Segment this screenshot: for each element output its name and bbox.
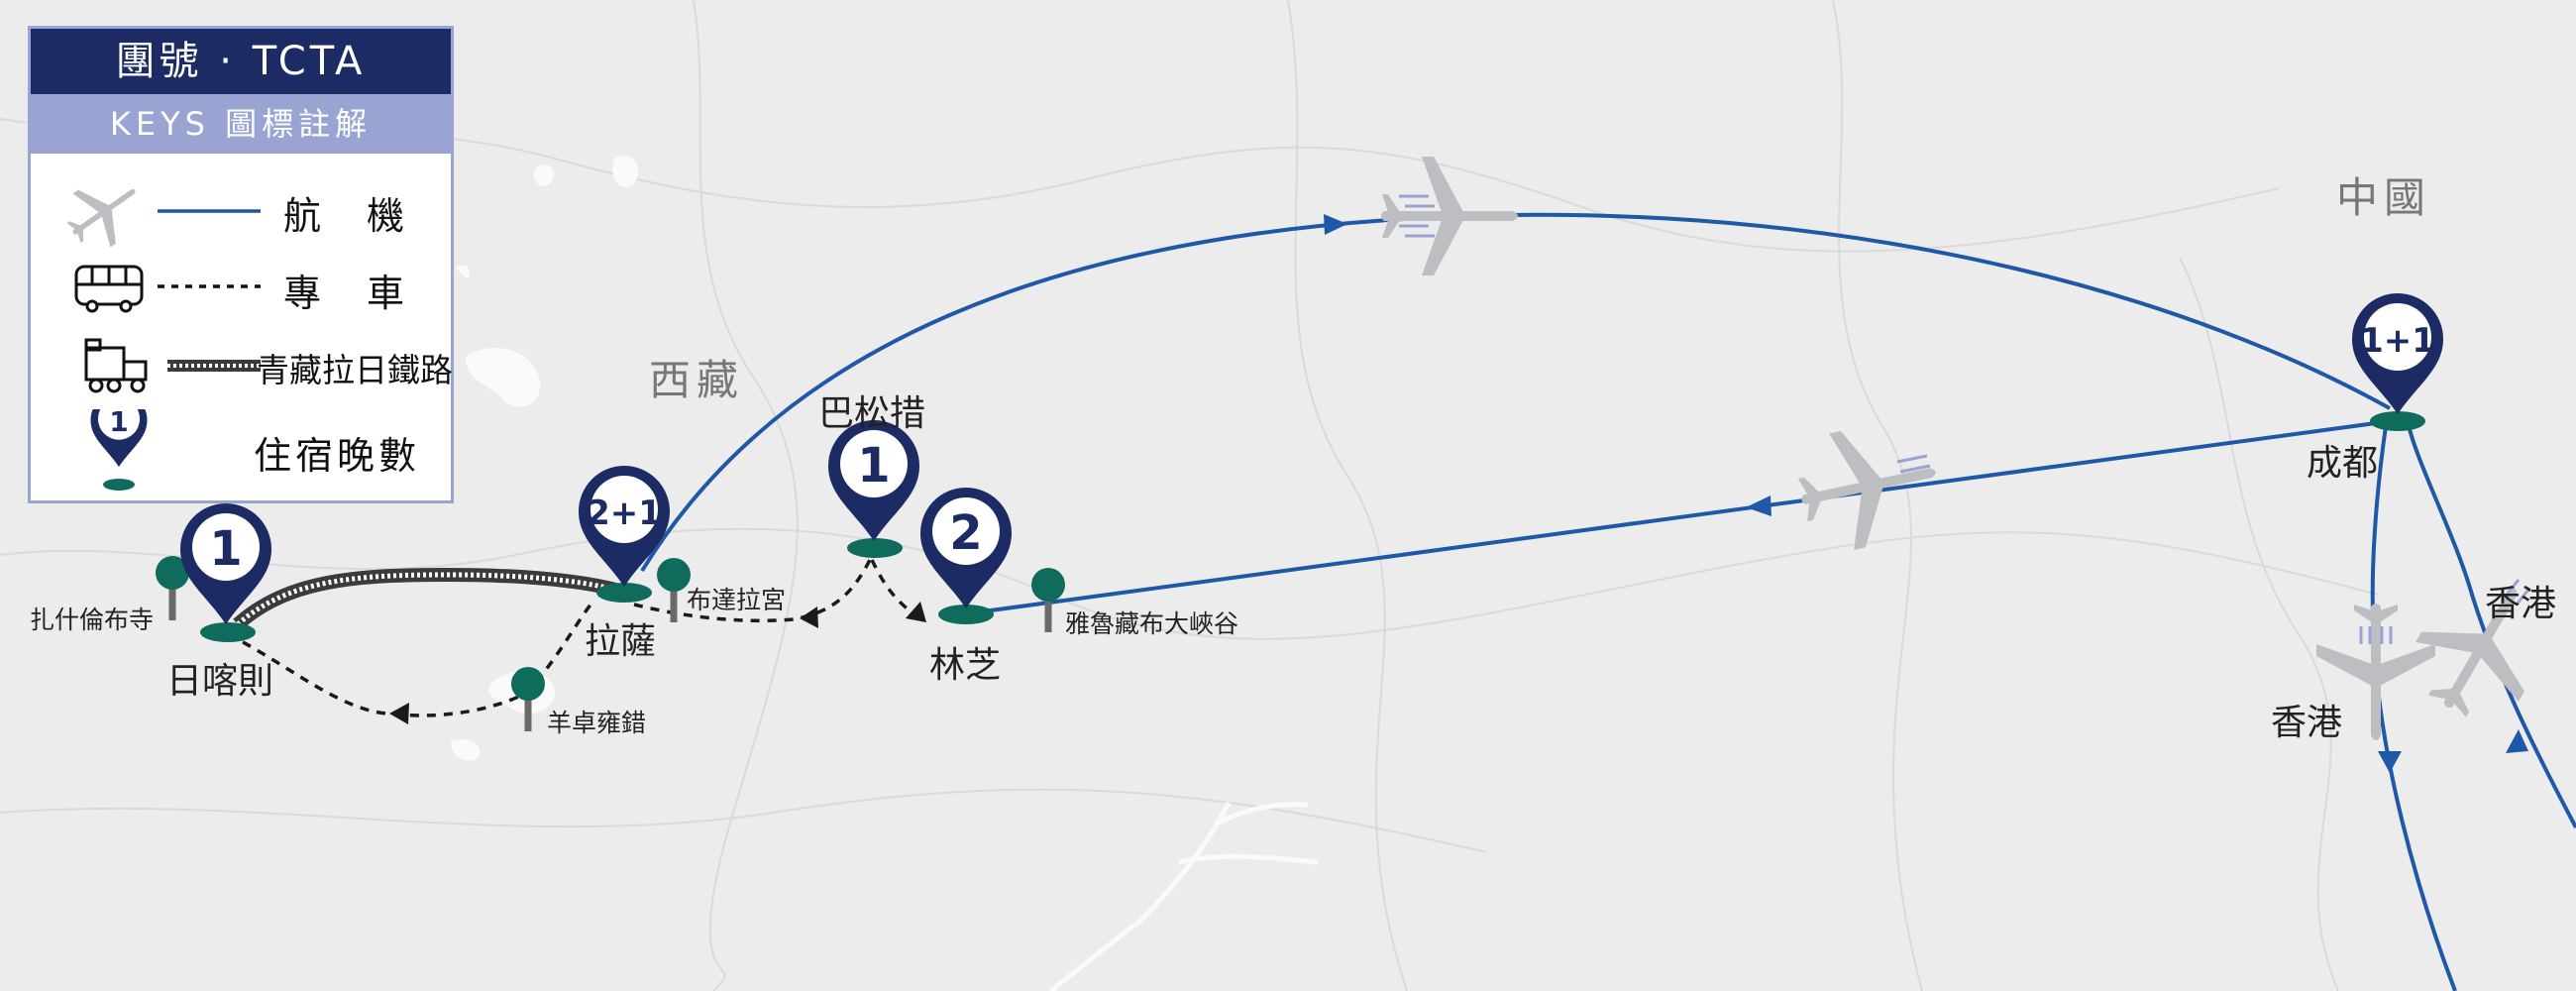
city-shigatse: 日喀則 xyxy=(166,661,274,702)
pin-basongtso-nights: 1 xyxy=(857,438,890,494)
poi-yarlung: 雅魯藏布大峽谷 xyxy=(1065,609,1239,638)
city-lhasa: 拉薩 xyxy=(585,621,657,662)
lakes xyxy=(451,155,639,761)
legend-nights-label: 住宿晚數 xyxy=(254,434,421,478)
legend-plane-icon xyxy=(54,177,155,247)
city-basongtso: 巴松措 xyxy=(818,393,926,434)
legend-panel: 團號 · TCTA KEYS 圖標註解 航 機 專 車 xyxy=(28,26,454,503)
legend-subtitle: KEYS 圖標註解 xyxy=(31,94,451,154)
flight-routes xyxy=(640,212,2576,991)
pin-nyingchi-nights: 2 xyxy=(949,505,982,561)
legend-row-rail: 青藏拉日鐵路 xyxy=(31,332,457,401)
river xyxy=(1048,801,1319,991)
city-hongkong-arrival: 香港 xyxy=(2485,584,2557,624)
poi-potala: 布達拉宮 xyxy=(687,586,787,614)
legend-pin-number: 1 xyxy=(109,409,128,438)
city-chengdu: 成都 xyxy=(2307,443,2379,484)
city-nyingchi: 林芝 xyxy=(929,645,1002,686)
region-tibet: 西藏 xyxy=(649,356,745,404)
coach-arrows xyxy=(389,602,926,724)
pin-lhasa-nights: 2+1 xyxy=(587,494,662,533)
railway-route xyxy=(233,567,621,630)
poi-tashilhunpo: 扎什倫布寺 xyxy=(30,606,155,634)
legend-coach-label: 專 車 xyxy=(283,272,409,315)
marker-bases xyxy=(200,411,2425,642)
legend-row-nights: 1 住宿晚數 xyxy=(31,409,457,498)
legend-row-coach: 專 車 xyxy=(31,255,457,324)
city-hongkong-departure: 香港 xyxy=(2271,703,2343,743)
poi-yamdrok: 羊卓雍錯 xyxy=(547,709,647,737)
region-china: 中國 xyxy=(2336,173,2432,222)
plane-motion-lines xyxy=(1399,194,2530,644)
legend-bus-icon xyxy=(74,265,144,313)
legend-flight-label: 航 機 xyxy=(283,194,409,238)
flight-arrows xyxy=(1324,214,2528,773)
legend-title: 團號 · TCTA xyxy=(31,29,451,94)
legend-train-icon xyxy=(84,338,148,393)
legend-row-flight: 航 機 xyxy=(31,177,457,247)
pin-shigatse-nights: 1 xyxy=(209,521,242,577)
pin-chengdu-nights: 1+1 xyxy=(2360,321,2435,361)
pin-badges: 1 2+1 1 2 1+1 xyxy=(209,321,2435,577)
legend-rail-label: 青藏拉日鐵路 xyxy=(257,351,453,389)
terrain-lines xyxy=(0,0,2379,991)
